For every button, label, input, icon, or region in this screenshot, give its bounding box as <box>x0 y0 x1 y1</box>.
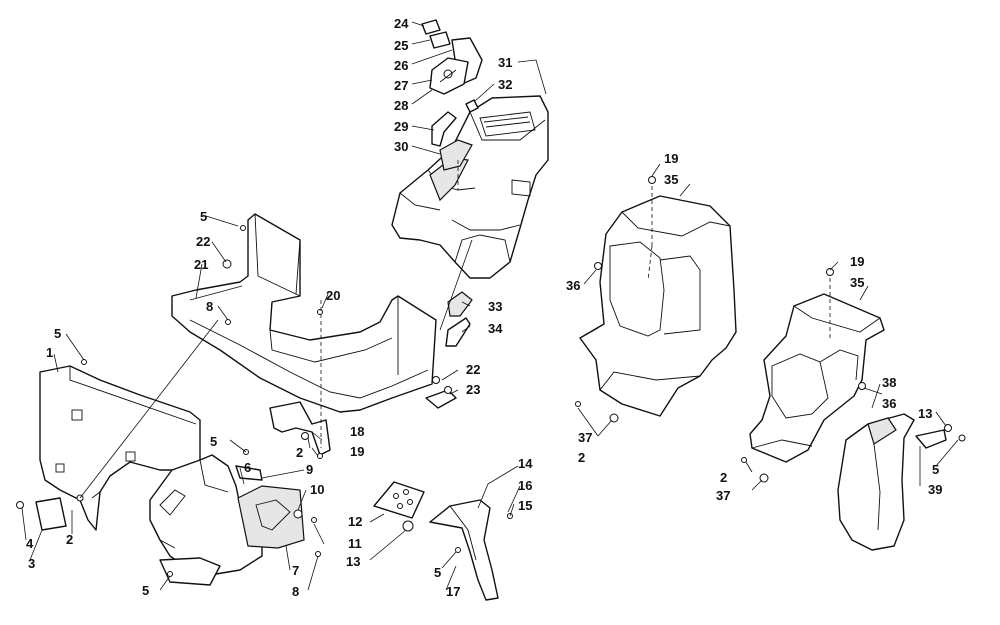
callout-21: 21 <box>194 257 208 272</box>
callout-36: 36 <box>566 278 580 293</box>
callout-17: 17 <box>446 584 460 599</box>
callout-30: 30 <box>394 139 408 154</box>
bracket-39 <box>915 429 947 449</box>
callout-14: 14 <box>518 456 533 471</box>
callout-13: 13 <box>918 406 932 421</box>
callout-8: 8 <box>292 584 299 599</box>
callout-25: 25 <box>394 38 408 53</box>
callout-3: 3 <box>28 556 35 571</box>
bracket-23 <box>425 389 457 409</box>
callout-15: 15 <box>518 498 532 513</box>
callout-7: 7 <box>292 563 299 578</box>
callout-39: 39 <box>928 482 942 497</box>
callout-5: 5 <box>210 434 217 449</box>
callout-2: 2 <box>66 532 73 547</box>
callout-38: 38 <box>882 375 896 390</box>
callout-9: 9 <box>306 462 313 477</box>
callout-29: 29 <box>394 119 408 134</box>
callout-19: 19 <box>350 444 364 459</box>
rear-storage-box-left <box>579 195 737 417</box>
callout-5: 5 <box>932 462 939 477</box>
leader-lines <box>21 21 959 591</box>
callout-labels: 1 2 2 2 2 3 4 5 5 5 5 5 5 6 7 8 8 9 10 1… <box>26 16 942 599</box>
callout-24: 24 <box>394 16 409 31</box>
callout-37: 37 <box>716 488 730 503</box>
callout-23: 23 <box>466 382 480 397</box>
strap-34 <box>445 317 471 347</box>
callout-8: 8 <box>206 299 213 314</box>
callout-2: 2 <box>720 470 727 485</box>
callout-5: 5 <box>200 209 207 224</box>
callout-18: 18 <box>350 424 364 439</box>
center-console <box>391 95 549 279</box>
callout-13: 13 <box>346 554 360 569</box>
callout-5: 5 <box>54 326 61 341</box>
callout-31: 31 <box>498 55 512 70</box>
key-bezel-group <box>421 19 483 171</box>
left-side-panel <box>39 365 201 531</box>
callout-22: 22 <box>196 234 210 249</box>
rear-storage-box-right <box>749 293 885 463</box>
callout-28: 28 <box>394 98 408 113</box>
callout-35: 35 <box>850 275 864 290</box>
callout-20: 20 <box>326 288 340 303</box>
callout-10: 10 <box>310 482 324 497</box>
callout-1: 1 <box>46 345 53 360</box>
mount-bracket <box>373 481 425 532</box>
callout-4: 4 <box>26 536 34 551</box>
callout-6: 6 <box>244 460 251 475</box>
callout-34: 34 <box>488 321 503 336</box>
callout-5: 5 <box>142 583 149 598</box>
clip-plate <box>35 497 67 531</box>
callout-19: 19 <box>850 254 864 269</box>
callout-12: 12 <box>348 514 362 529</box>
callout-33: 33 <box>488 299 502 314</box>
floor-footwell <box>171 213 437 413</box>
callout-26: 26 <box>394 58 408 73</box>
callout-16: 16 <box>518 478 532 493</box>
callout-32: 32 <box>498 77 512 92</box>
callout-35: 35 <box>664 172 678 187</box>
fasteners <box>16 176 966 577</box>
callout-11: 11 <box>348 536 362 551</box>
inner-fender <box>149 454 305 586</box>
callout-27: 27 <box>394 78 408 93</box>
callout-37: 37 <box>578 430 592 445</box>
callout-2: 2 <box>296 445 303 460</box>
callout-2: 2 <box>578 450 585 465</box>
callout-5: 5 <box>434 565 441 580</box>
assembly-lines <box>320 160 831 448</box>
callout-36: 36 <box>882 396 896 411</box>
latch-33 <box>447 291 473 317</box>
right-fender-flap <box>837 413 915 551</box>
callout-22: 22 <box>466 362 480 377</box>
fender-flap <box>429 499 499 601</box>
callout-19: 19 <box>664 151 678 166</box>
